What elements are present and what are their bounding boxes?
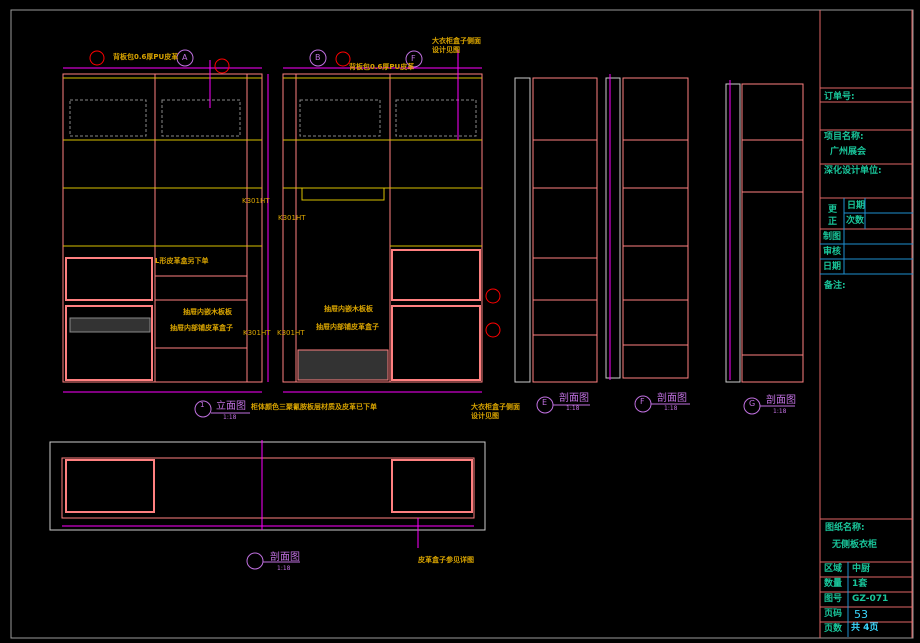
section-e-marker: E <box>542 398 548 407</box>
qty-value: 1套 <box>852 579 868 589</box>
date-label: 日期 <box>847 201 866 211</box>
elevation-left <box>62 60 269 393</box>
revision-label: 更正 <box>828 205 838 227</box>
remarks-label: 备注: <box>824 281 846 291</box>
note-10: 大衣柜盒子侧面 <box>471 403 520 411</box>
page-label: 页码 <box>824 609 843 619</box>
note-10b: 设计见图 <box>471 412 499 420</box>
drawing-name-value: 无侧板衣柜 <box>832 540 878 550</box>
section-g-title: 剖面图 <box>766 395 796 406</box>
note-3: 大衣柜盒子侧面 <box>432 37 481 45</box>
note-5: 抽屉内嵌木板板 <box>183 308 232 316</box>
elevation-title: 立面图 <box>216 401 246 412</box>
plan-section-title: 剖面图 <box>270 552 300 563</box>
section-views <box>514 74 804 383</box>
design-unit-label: 深化设计单位: <box>824 166 882 176</box>
order-no-label: 订单号: <box>824 92 855 102</box>
note-4: L形皮革盒另下单 <box>155 257 209 265</box>
note-6: 抽屉内部铺皮革盒子 <box>170 324 233 332</box>
qty-label: 数量 <box>824 579 843 589</box>
section-f-marker: F <box>640 397 645 406</box>
section-cut-markers <box>89 50 501 338</box>
drawing-name-label: 图纸名称: <box>825 523 865 533</box>
note-1: 背板包0.6厚PU皮革 <box>113 53 179 61</box>
elevation-scale: 1:18 <box>223 414 237 421</box>
note-2: 背板包0.6厚PU皮革 <box>349 63 415 71</box>
marker-a: A <box>182 53 188 62</box>
section-e-scale: 1:18 <box>566 405 580 412</box>
view-markers <box>176 49 795 570</box>
kd-label-3: K301HT <box>243 329 271 337</box>
elevation-marker: 1 <box>200 401 205 409</box>
note-9: 柜体颜色三聚氰胺板层材质及皮革已下单 <box>251 403 377 411</box>
note-11: 皮革盒子参见详图 <box>418 556 474 564</box>
marker-f: F <box>411 54 416 63</box>
project-label: 项目名称: <box>824 132 864 142</box>
count-label: 次数 <box>846 216 865 226</box>
note-8: 抽屉内部铺皮革盒子 <box>316 323 379 331</box>
note-3b: 设计见图 <box>432 46 460 54</box>
plan-section-scale: 1:18 <box>277 565 291 572</box>
date2-label: 日期 <box>823 262 842 272</box>
kd-label-2: K301HT <box>278 214 306 222</box>
drawing-no-label: 图号 <box>824 594 843 604</box>
section-f-scale: 1:18 <box>664 405 678 412</box>
review-label: 审核 <box>823 247 842 257</box>
note-7: 抽屉内嵌木板板 <box>324 305 373 313</box>
project-value: 广州展会 <box>830 147 867 157</box>
drawn-label: 制图 <box>823 232 842 242</box>
section-f-title: 剖面图 <box>657 393 687 404</box>
kd-label-4: K301HT <box>277 329 305 337</box>
outer-frame <box>10 9 914 639</box>
page-value: 53 <box>854 608 868 621</box>
pages-label: 页数 <box>824 624 843 634</box>
area-value: 中厨 <box>852 564 871 574</box>
title-block-lines <box>820 87 913 623</box>
kd-label-1: K301HT <box>242 197 270 205</box>
pages-value: 共 4页 <box>851 623 879 633</box>
drawing-no-value: GZ-071 <box>852 594 889 604</box>
plan-section <box>49 440 486 548</box>
section-g-marker: G <box>749 399 756 408</box>
area-label: 区域 <box>824 564 843 574</box>
section-g-scale: 1:18 <box>773 408 787 415</box>
section-e-title: 剖面图 <box>559 393 589 404</box>
marker-b: B <box>315 53 321 62</box>
elevation-right <box>282 50 483 393</box>
